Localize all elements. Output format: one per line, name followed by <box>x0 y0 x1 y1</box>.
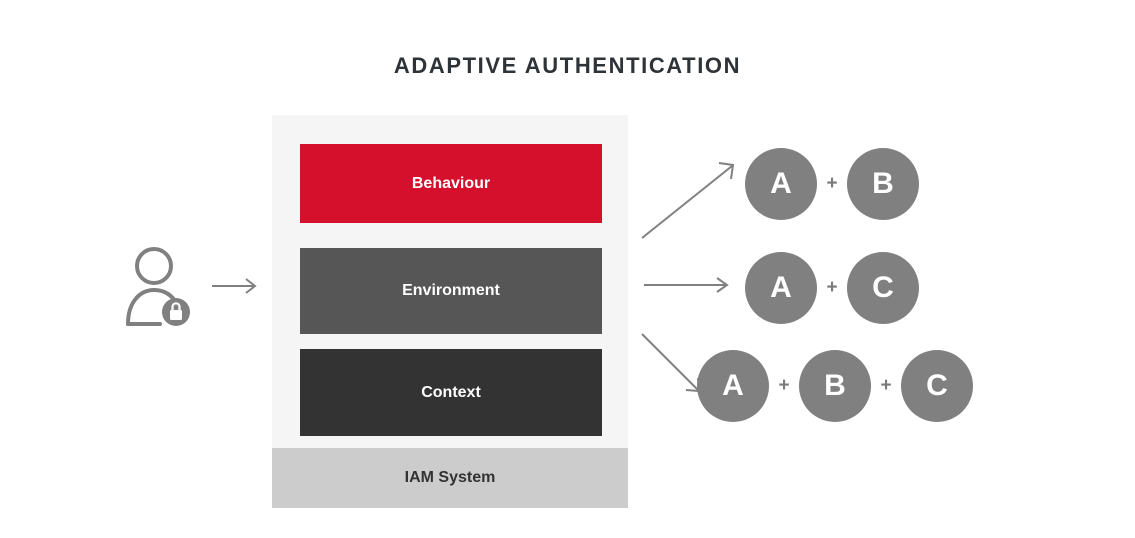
plus-icon: + <box>826 277 838 298</box>
stack-layer-label: Context <box>421 383 481 401</box>
outcome-row: A + B + C <box>697 350 973 422</box>
iam-system-label: IAM System <box>404 469 496 486</box>
factor-token[interactable]: A <box>745 148 817 220</box>
page-title: ADAPTIVE AUTHENTICATION <box>393 53 742 78</box>
outcome-row: A + B <box>745 148 919 220</box>
factor-token[interactable]: C <box>847 252 919 324</box>
factor-token[interactable]: A <box>745 252 817 324</box>
plus-icon: + <box>826 173 838 194</box>
factor-token[interactable]: B <box>847 148 919 220</box>
factor-token[interactable]: C <box>901 350 973 422</box>
user-lock-icon <box>126 246 196 337</box>
outcome-row: A + C <box>745 252 919 324</box>
stack-layer-behaviour[interactable]: Behaviour <box>300 144 602 223</box>
stack-layer-label: Environment <box>402 282 500 299</box>
factor-token[interactable]: B <box>799 350 871 422</box>
arrow-right-icon <box>644 275 734 300</box>
plus-icon: + <box>778 375 790 396</box>
stack-layer-context[interactable]: Context <box>300 349 602 436</box>
outcome-group: A + B A + C A + B + C <box>640 110 1060 440</box>
factor-token[interactable]: A <box>697 350 769 422</box>
stack-layer-label: Behaviour <box>411 174 491 192</box>
plus-icon: + <box>880 375 892 396</box>
arrow-right-icon <box>212 276 262 301</box>
stack-layer-environment[interactable]: Environment <box>300 248 602 334</box>
actor-group <box>126 246 266 332</box>
arrow-up-right-icon <box>640 160 740 245</box>
adaptive-factor-stack: Behaviour Environment Context <box>272 115 628 448</box>
iam-system-bar[interactable]: IAM System <box>272 448 628 508</box>
